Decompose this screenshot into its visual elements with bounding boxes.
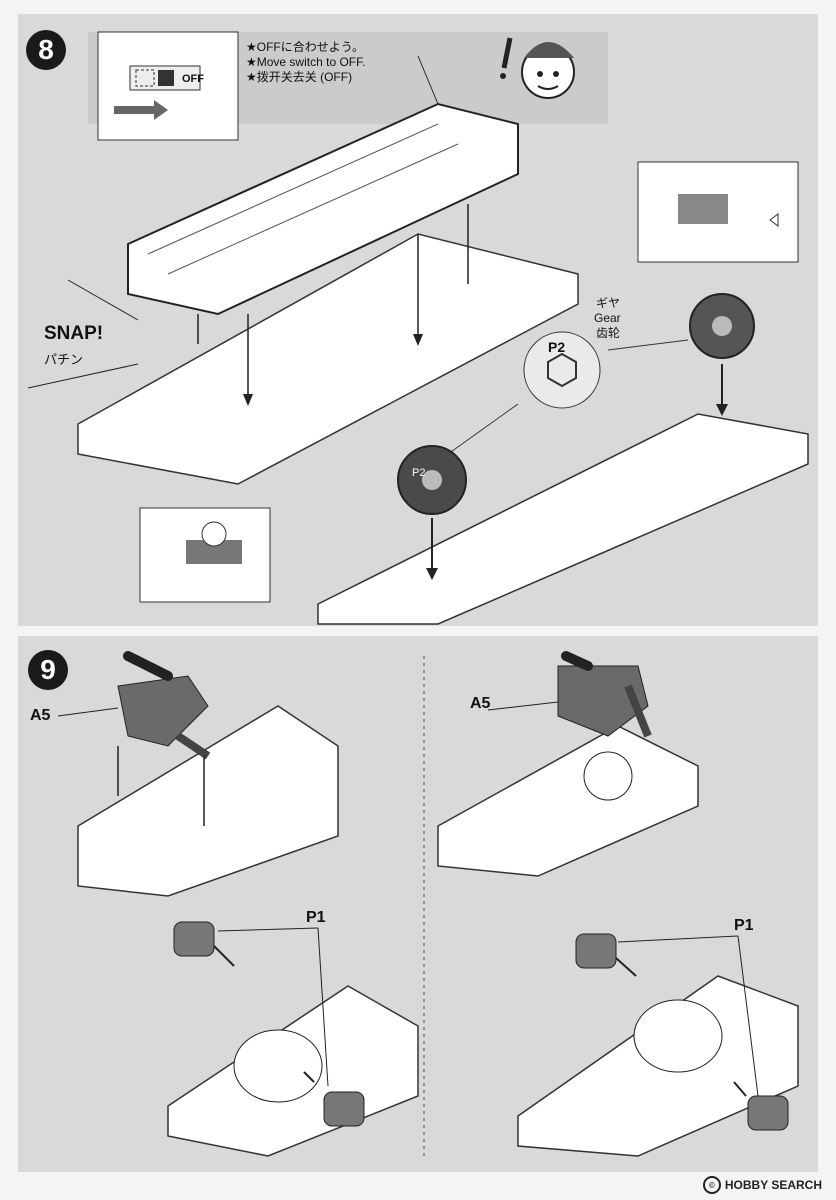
part-p1-left: P1 bbox=[306, 909, 326, 926]
part-a5-right: A5 bbox=[470, 695, 491, 712]
gear-label-ja: ギヤ bbox=[596, 296, 621, 310]
part-a5-left: A5 bbox=[30, 707, 51, 724]
part-p1-right: P1 bbox=[734, 917, 754, 934]
snap-label-en: SNAP! bbox=[44, 323, 104, 344]
step-8-panel: 8 ★OFFに合わせよう。 ★Move switch to OFF. ★拨开关去… bbox=[18, 14, 818, 626]
gear-label-en: Gear bbox=[594, 311, 621, 325]
step-9-panel: 9 A5 A5 P1 P1 bbox=[18, 636, 818, 1172]
step-9-illustration bbox=[57, 651, 799, 1157]
switch-note-ja: ★OFFに合わせよう。 bbox=[246, 40, 365, 54]
watermark-text: HOBBY SEARCH bbox=[724, 1178, 822, 1192]
switch-off-label: OFF bbox=[182, 73, 204, 85]
step-9-number: 9 bbox=[28, 650, 68, 690]
snap-label-ja: パチン bbox=[44, 352, 84, 367]
part-p2-tag: P2 bbox=[548, 339, 566, 355]
gear-label-zh: 齿轮 bbox=[596, 326, 621, 340]
switch-note-zh: ★拨开关去关 (OFF) bbox=[246, 70, 353, 84]
step-8-number: 8 bbox=[26, 30, 66, 70]
switch-note-en: ★Move switch to OFF. bbox=[246, 55, 366, 69]
gear-part-code: P2 bbox=[412, 467, 426, 479]
hobby-search-watermark: © HOBBY SEARCH bbox=[702, 1176, 822, 1194]
step-8-illustration bbox=[27, 31, 809, 625]
hobby-search-logo-icon: © bbox=[702, 1176, 721, 1194]
